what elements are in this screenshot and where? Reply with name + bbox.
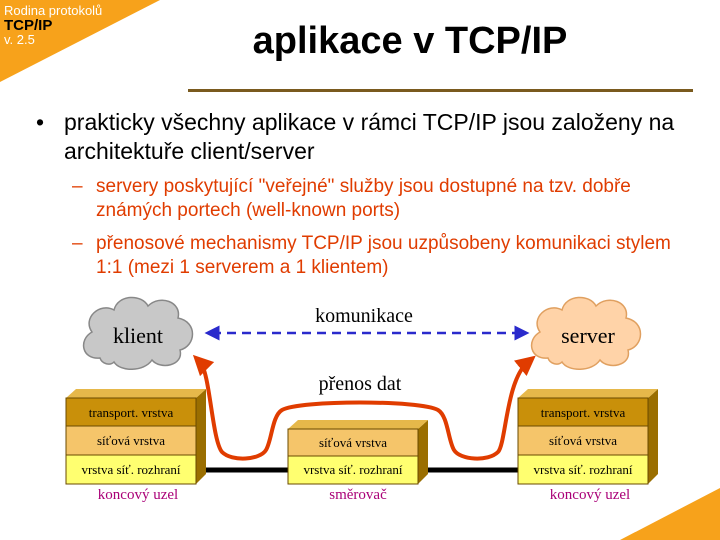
server-cloud: server <box>530 296 642 370</box>
communication-label: komunikace <box>315 305 413 327</box>
sub-dash: – <box>72 176 83 197</box>
sub-item-1: – servery poskytující "veřejné" služby j… <box>72 175 692 223</box>
sub-dash: – <box>72 233 83 254</box>
router-caption: směrovač <box>329 487 387 503</box>
client-cloud: klient <box>82 296 194 370</box>
left-transport-layer: transport. vrstva <box>89 405 174 420</box>
main-bullet: • prakticky všechny aplikace v rámci TCP… <box>36 108 696 166</box>
series-protocol: TCP/IP <box>4 16 53 34</box>
series-version: v. 2.5 <box>4 32 35 48</box>
right-transport-layer: transport. vrstva <box>541 405 626 420</box>
left-end-node: transport. vrstva síťová vrstva vrstva s… <box>65 389 206 485</box>
sub-item-2-text: přenosové mechanismy TCP/IP jsou uzpůsob… <box>96 233 671 278</box>
router-network-layer: síťová vrstva <box>319 435 387 450</box>
router-node: síťová vrstva vrstva síť. rozhraní <box>287 420 428 485</box>
sub-item-2: – přenosové mechanismy TCP/IP jsou uzpůs… <box>72 232 692 280</box>
right-end-node: transport. vrstva síťová vrstva vrstva s… <box>517 389 658 485</box>
page-title: aplikace v TCP/IP <box>252 20 568 62</box>
data-transfer-path <box>192 354 536 461</box>
data-transfer-label: přenos dat <box>319 373 402 395</box>
right-node-caption: koncový uzel <box>550 487 630 503</box>
router-interface-layer: vrstva síť. rozhraní <box>303 462 402 477</box>
series-name: Rodina protokolů <box>4 3 103 18</box>
client-label: klient <box>113 323 163 348</box>
series-label: Rodina protokolů TCP/IP v. 2.5 <box>4 4 102 47</box>
left-node-caption: koncový uzel <box>98 487 178 503</box>
server-label: server <box>561 323 615 348</box>
sub-item-1-text: servery poskytující "veřejné" služby jso… <box>96 176 631 221</box>
right-interface-layer: vrstva síť. rozhraní <box>533 462 632 477</box>
left-network-layer: síťová vrstva <box>97 433 165 448</box>
bullet-dot: • <box>36 109 45 135</box>
main-bullet-text: prakticky všechny aplikace v rámci TCP/I… <box>64 109 675 164</box>
title-rule <box>188 89 693 92</box>
right-network-layer: síťová vrstva <box>549 433 617 448</box>
left-interface-layer: vrstva síť. rozhraní <box>81 462 180 477</box>
